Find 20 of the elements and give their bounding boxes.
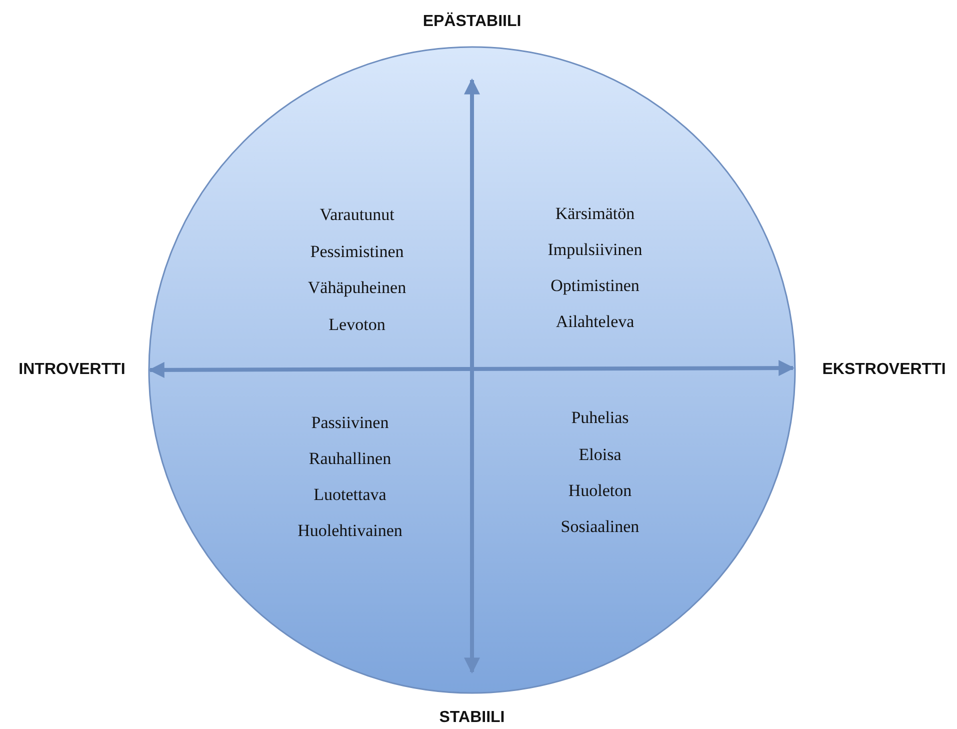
trait-label: Varautunut [320,205,394,225]
trait-label: Sosiaalinen [560,517,640,537]
axis-label: EPÄSTABIILI [422,13,522,31]
trait-label: Optimistinen [550,276,640,296]
trait-label: Pessimistinen [310,242,404,262]
trait-label: Ailahteleva [556,312,634,332]
axis-label: EKSTROVERTTI [822,361,946,379]
trait-label: Kärsimätön [555,204,635,224]
axis-label: STABIILI [439,709,505,727]
trait-label: Puhelias [571,408,629,428]
trait-label: Rauhallinen [308,449,392,469]
trait-label: Vähäpuheinen [308,278,406,298]
axis-label: INTROVERTTI [18,361,126,379]
trait-label: Impulsiivinen [548,240,642,260]
trait-label: Eloisa [578,445,622,465]
trait-label: Huolehtivainen [298,521,402,541]
trait-label: Levoton [328,315,386,335]
trait-label: Passiivinen [311,413,389,433]
trait-label: Huoleton [568,481,632,501]
trait-label: Luotettava [314,485,386,505]
